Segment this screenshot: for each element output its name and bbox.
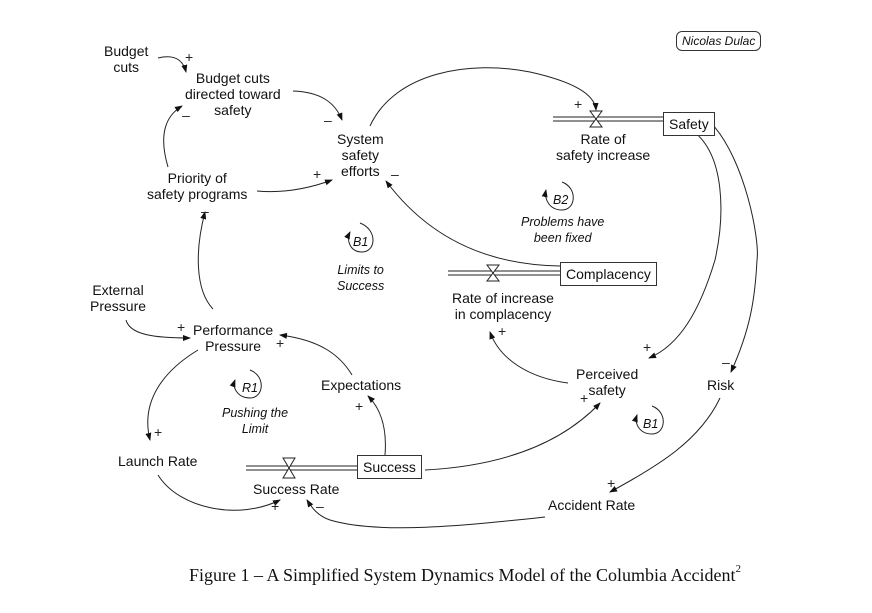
var-line: Budget cuts (195, 70, 270, 86)
flow-pipe-safety (553, 110, 663, 128)
var-line: cuts (113, 59, 140, 75)
loop-id-b1-limits: B1 (353, 235, 369, 249)
var-risk: Risk (707, 377, 735, 393)
loop-line: been fixed (533, 231, 592, 245)
caption-text: Figure 1 – A Simplified System Dynamics … (189, 565, 736, 585)
loop-name-limits-to-success: Limits to Success (337, 262, 384, 294)
polarity-minus: – (722, 354, 730, 370)
loop-arrow-b2 (541, 181, 574, 211)
loop-line: Limits to (337, 263, 384, 277)
polarity-plus: + (177, 319, 186, 335)
var-line: Performance (193, 322, 274, 338)
var-system-safety-efforts: System safety efforts (337, 131, 384, 179)
var-rate-complacency: Rate of increase in complacency (452, 290, 554, 322)
link-pressure-to-priority (197, 211, 214, 310)
var-line: Rate of increase (452, 290, 554, 306)
link-risk-to-accident (609, 397, 721, 493)
var-line: safety (588, 382, 626, 398)
link-success-to-perceived (424, 402, 601, 471)
loop-arrow-b1-limits (344, 222, 374, 253)
loop-id-b2: B2 (553, 193, 569, 207)
polarity-plus: + (355, 398, 364, 414)
loop-arrow-r1 (229, 369, 262, 399)
loop-line: Success (337, 279, 385, 293)
polarity-plus: + (271, 498, 280, 514)
link-expectations-to-pressure (279, 332, 353, 376)
var-line: Budget (104, 43, 149, 59)
var-line: safety programs (147, 186, 248, 202)
var-launch-rate: Launch Rate (118, 453, 198, 469)
link-efforts-to-safety-rate (369, 67, 599, 127)
var-line: safety (214, 102, 252, 118)
polarity-plus: + (154, 424, 163, 440)
link-perceived-to-complacency-rate (489, 331, 569, 384)
figure-caption: Figure 1 – A Simplified System Dynamics … (189, 563, 741, 586)
link-pressure-to-launch (145, 349, 199, 441)
polarity-plus: + (276, 335, 285, 351)
polarity-minus: – (201, 203, 209, 219)
caption-footnote: 2 (735, 563, 741, 575)
stock-safety: Safety (663, 112, 715, 136)
polarity-plus: + (313, 166, 322, 182)
polarity-plus: + (498, 323, 507, 339)
loop-line: Limit (241, 422, 269, 436)
link-budget-cuts-to-directed (157, 56, 188, 73)
link-directed-to-efforts (292, 90, 343, 121)
var-line: safety (341, 147, 380, 163)
var-line: Perceived (576, 366, 639, 382)
var-line: Priority of (167, 170, 227, 186)
link-success-to-expectations (367, 395, 386, 456)
link-external-to-pressure (125, 319, 191, 341)
var-line: Pressure (90, 298, 147, 314)
loop-arrow-b1-perceived (631, 405, 664, 435)
polarity-minus: – (182, 107, 190, 123)
flow-pipe-complacency (448, 264, 560, 282)
polarity-minus: – (391, 166, 399, 182)
polarity-plus: + (185, 49, 194, 65)
stock-success: Success (357, 455, 422, 479)
link-complacency-to-efforts (385, 180, 561, 267)
var-priority-safety-programs: Priority of safety programs (147, 170, 247, 202)
var-line: Rate of (580, 131, 626, 147)
var-performance-pressure: Performance Pressure (193, 322, 273, 354)
loop-id-r1: R1 (242, 381, 258, 395)
var-success-rate: Success Rate (253, 481, 340, 497)
link-priority-to-directed (163, 105, 183, 168)
var-budget-cuts-directed: Budget cuts directed toward safety (185, 70, 281, 118)
polarity-minus: – (324, 112, 332, 128)
loop-name-problems-fixed: Problems have been fixed (521, 214, 604, 246)
var-line: safety increase (556, 147, 651, 163)
var-expectations: Expectations (321, 377, 402, 393)
var-line: directed toward (185, 86, 281, 102)
var-rate-safety-increase: Rate of safety increase (556, 131, 650, 163)
var-line: External (92, 282, 144, 298)
link-priority-to-efforts (256, 179, 333, 193)
stock-complacency: Complacency (560, 262, 657, 286)
var-line: efforts (341, 163, 380, 179)
link-safety-to-perceived (648, 130, 722, 359)
polarity-plus: + (574, 96, 583, 112)
link-launch-to-success-rate (157, 474, 281, 511)
flow-pipe-success (246, 457, 358, 479)
var-external-pressure: External Pressure (90, 282, 146, 314)
var-line: System (337, 131, 384, 147)
loop-line: Problems have (521, 215, 605, 229)
var-perceived-safety: Perceived safety (576, 366, 638, 398)
var-line: Pressure (205, 338, 262, 354)
link-safety-to-risk (711, 123, 758, 373)
loop-line: Pushing the (222, 406, 289, 420)
polarity-plus: + (580, 390, 589, 406)
var-budget-cuts: Budget cuts (104, 43, 148, 75)
polarity-plus: + (607, 475, 616, 491)
loop-id-b1-perceived: B1 (643, 417, 659, 431)
var-line: in complacency (454, 306, 552, 322)
polarity-minus: – (316, 498, 324, 514)
loop-name-pushing-limit: Pushing the Limit (222, 405, 288, 437)
link-accident-to-success-rate (306, 499, 546, 529)
polarity-plus: + (643, 339, 652, 355)
author-label: Nicolas Dulac (676, 31, 762, 51)
var-accident-rate: Accident Rate (548, 497, 636, 513)
